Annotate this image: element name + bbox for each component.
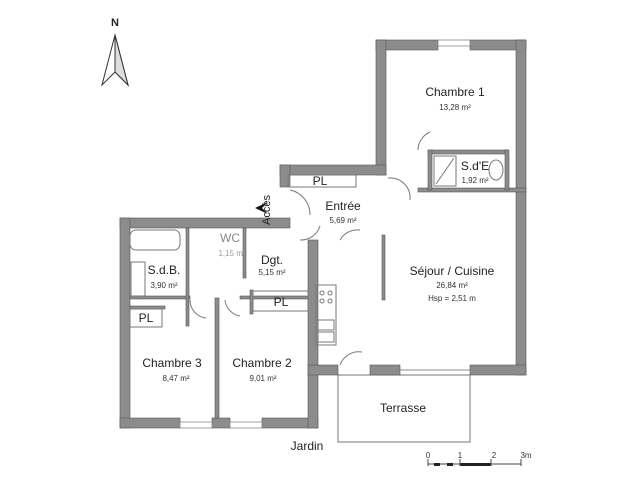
room-name: S.d'E (461, 159, 489, 173)
room-area: 1,15 m² (218, 249, 245, 258)
walls (119, 39, 527, 429)
ceiling-height: Hsp = 2,51 m (428, 294, 476, 303)
access-arrow-icon (255, 202, 268, 214)
access-label: Accès (261, 195, 273, 225)
room-area: 9,01 m² (249, 374, 276, 383)
scale-bar: 0 1 2 3m (426, 451, 532, 466)
closet-sdb (129, 308, 163, 328)
room-name: PL (313, 174, 328, 188)
room-area: 5,15 m² (258, 268, 285, 277)
room-name: Chambre 2 (232, 356, 292, 370)
kitchen-counter (315, 284, 337, 346)
double-sink (130, 261, 146, 297)
scale-tick: 0 (426, 451, 431, 460)
room-area: 5,69 m² (329, 216, 356, 225)
closet-entree (287, 174, 357, 188)
window (179, 421, 213, 429)
scale-tick: 2 (492, 451, 497, 460)
room-name: Terrasse (380, 401, 426, 415)
shower (433, 155, 457, 187)
room-name: Chambre 1 (425, 85, 485, 99)
terrace-outline (337, 374, 471, 443)
sink (488, 159, 504, 181)
scale-tick: 1 (458, 451, 463, 460)
room-name: Entrée (325, 199, 361, 213)
room-area: 3,90 m² (150, 281, 177, 290)
room-name: PL (274, 295, 289, 309)
north-arrow-icon (101, 33, 129, 87)
room-name: PL (139, 311, 154, 325)
room-area: 8,47 m² (162, 374, 189, 383)
room-name: Chambre 3 (142, 356, 202, 370)
room-area: 13,28 m² (439, 103, 471, 112)
door-swings (189, 131, 431, 366)
room-name: S.d.B. (148, 263, 181, 277)
room-name: Séjour / Cuisine (410, 264, 495, 278)
bathtub (129, 229, 181, 251)
closet-dgt (252, 290, 309, 312)
garden-label: Jardin (291, 439, 324, 453)
window (437, 39, 471, 47)
room-name: Dgt. (261, 253, 283, 267)
window (229, 421, 263, 429)
north-label: N (111, 17, 119, 29)
room-area: 1,92 m² (461, 176, 488, 185)
room-area: 26,84 m² (436, 281, 468, 290)
scale-tick: 3m (520, 451, 531, 460)
room-name: WC (220, 231, 240, 245)
